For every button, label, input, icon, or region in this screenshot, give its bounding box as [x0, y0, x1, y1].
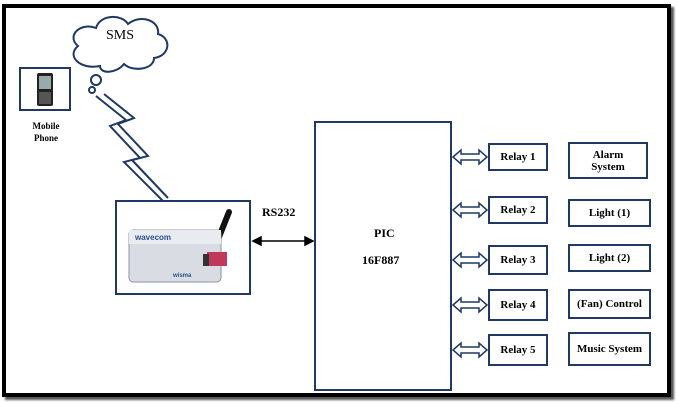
phone-label-line1: Mobile [32, 121, 60, 131]
device-box-1: Alarm System [568, 142, 648, 179]
relay-box-3: Relay 3 [488, 245, 548, 275]
rs232-label: RS232 [262, 205, 296, 219]
gsm-modem-box: wavecom wisma [115, 200, 251, 295]
gsm-modem-icon [128, 209, 232, 283]
relay-arrow-3 [451, 251, 489, 269]
wireless-bolt-icon [95, 93, 169, 203]
phone-label-line2: Phone [33, 133, 58, 143]
pic-box: PIC 16F887 [314, 121, 452, 391]
modem-brand-text: wavecom [135, 233, 172, 242]
relay-label: Relay 4 [500, 299, 536, 311]
relay-label: Relay 5 [500, 344, 536, 356]
device-label: Light (1) [588, 207, 631, 219]
device-label: Music System [576, 343, 643, 355]
relay-label: Relay 2 [500, 204, 536, 216]
device-box-4: (Fan) Control [568, 289, 651, 319]
relay-label: Relay 3 [500, 254, 536, 266]
relay-box-2: Relay 2 [488, 196, 548, 224]
device-box-3: Light (2) [568, 244, 651, 272]
relay-label: Relay 1 [500, 151, 536, 163]
device-box-5: Music System [568, 332, 651, 366]
phone-icon [19, 67, 71, 111]
device-label: (Fan) Control [577, 298, 642, 310]
relay-arrow-4 [451, 296, 489, 314]
modem-logo-text: wisma [173, 273, 192, 279]
relay-arrow-1 [451, 148, 489, 166]
relay-box-4: Relay 4 [488, 289, 548, 321]
sms-cloud [72, 16, 169, 94]
sms-label: SMS [106, 28, 135, 43]
device-label: Alarm System [591, 148, 625, 173]
device-box-2: Light (1) [568, 199, 651, 227]
relay-arrow-2 [451, 201, 489, 219]
relay-box-5: Relay 5 [488, 334, 548, 366]
pic-model-label: 16F887 [362, 253, 400, 267]
relay-box-1: Relay 1 [488, 143, 548, 171]
device-label: Light (2) [588, 252, 631, 264]
pic-label: PIC [374, 226, 395, 240]
rs232-arrow [251, 235, 315, 247]
relay-arrow-5 [451, 341, 489, 359]
